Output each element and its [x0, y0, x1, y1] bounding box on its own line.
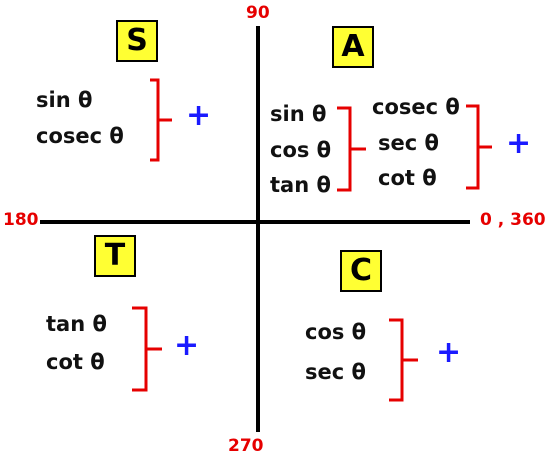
c-function-cos: cos θ — [305, 320, 367, 344]
a-function-cot: cot θ — [378, 166, 437, 190]
quadrant-s-box: S — [116, 20, 158, 62]
bracket-a-left — [337, 106, 366, 192]
quadrant-t-box: T — [94, 235, 136, 277]
a-function-cosec: cosec θ — [372, 95, 460, 119]
angle-270-label: 270 — [228, 436, 264, 456]
t-function-cot: cot θ — [46, 350, 105, 374]
quadrant-c-box: C — [340, 250, 382, 292]
angle-180-label: 180 — [3, 210, 39, 230]
t-function-tan: tan θ — [46, 312, 107, 336]
angle-90-label: 90 — [246, 3, 270, 23]
c-plus-sign: + — [436, 335, 462, 370]
a-function-tan: tan θ — [270, 173, 331, 197]
bracket-t — [132, 306, 162, 392]
s-function-sin: sin θ — [36, 88, 93, 112]
a-function-cos: cos θ — [270, 138, 332, 162]
bracket-a-right — [466, 104, 492, 190]
t-plus-sign: + — [174, 328, 200, 363]
bracket-c — [389, 318, 418, 402]
a-function-sin: sin θ — [270, 102, 327, 126]
a-function-sec: sec θ — [378, 131, 439, 155]
angle-0-360-label: 0 , 360 — [480, 210, 546, 230]
bracket-s — [150, 78, 172, 162]
c-function-sec: sec θ — [305, 360, 366, 384]
a-plus-sign: + — [506, 126, 532, 161]
quadrant-a-box: A — [332, 26, 374, 68]
s-plus-sign: + — [186, 98, 212, 133]
s-function-cosec: cosec θ — [36, 124, 124, 148]
